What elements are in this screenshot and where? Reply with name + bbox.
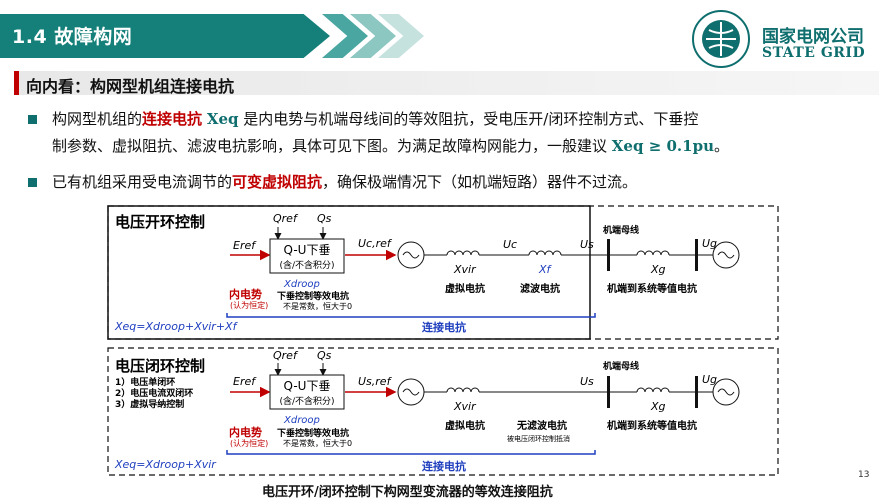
- open-xg-label: Xg: [650, 263, 666, 276]
- closed-mode-3: 3）虚拟导纳控制: [115, 398, 184, 410]
- closed-xdroop-label: Xdroop: [283, 415, 320, 426]
- open-ucref-label: Uc,ref: [358, 237, 393, 250]
- bullet-2: 已有机组采用受电流调节的可变虚拟阻抗，确保极端情况下（如机端短路）器件不过流。: [52, 173, 638, 191]
- closed-us-label: Us: [580, 375, 594, 388]
- closed-loop-title: 电压闭环控制: [115, 357, 205, 375]
- closed-eref-label: Eref: [233, 375, 257, 388]
- closed-xvir-inductor: [446, 387, 480, 393]
- bullet-1-line-2: 制参数、虚拟阻抗、滤波电抗影响，具体可见下图。为满足故障构网能力，一般建议 Xe…: [52, 137, 729, 155]
- open-emf-label: 内电势: [229, 287, 262, 301]
- title-banner: [0, 14, 330, 58]
- closed-qs-label: Qs: [317, 349, 332, 362]
- open-block-main: Q-U下垂: [284, 243, 331, 257]
- open-droop-note-1: 下垂控制等效电抗: [277, 290, 349, 302]
- figure-caption: 电压开环/闭环控制下构网型变流器的等效连接阻抗: [262, 485, 553, 500]
- open-xvir-inductor: [446, 250, 480, 256]
- page-title: 1.4 故障构网: [12, 26, 133, 48]
- open-uc-label: Uc: [503, 238, 517, 251]
- closed-mode-1: 1）电压单闭环: [115, 376, 175, 388]
- closed-droop-note-1: 下垂控制等效电抗: [277, 427, 349, 439]
- open-loop-title: 电压开环控制: [115, 213, 205, 231]
- open-loop-dashed-frame: [107, 205, 779, 340]
- closed-emf-label: 内电势: [229, 425, 262, 439]
- open-us-label: Us: [580, 238, 594, 251]
- closed-formula: Xeq=Xdroop+Xvir: [114, 458, 217, 471]
- closed-ug-label: Ug: [702, 373, 717, 386]
- bullet-1-line-1: 构网型机组的连接电抗 Xeq 是内电势与机端母线间的等效阻抗，受电压开/闭环控制…: [52, 110, 699, 128]
- open-xf-inductor: [528, 250, 562, 256]
- bullet-square-icon: [28, 178, 37, 187]
- open-grid-bar: [695, 239, 698, 271]
- open-qs-label: Qs: [317, 212, 332, 225]
- closed-droop-block: [269, 374, 345, 410]
- open-ug-label: Ug: [702, 237, 717, 250]
- closed-conn-bracket: [226, 450, 596, 455]
- closed-grid-bar: [695, 376, 698, 408]
- closed-xvir-desc: 虚拟电抗: [445, 419, 485, 432]
- open-emf-note: (认为恒定): [230, 300, 268, 310]
- open-block-sub: (含/不含积分): [279, 259, 334, 271]
- logo-chinese-name: 国家电网公司: [762, 27, 864, 47]
- open-xg-desc: 机端到系统等值电抗: [607, 282, 697, 295]
- open-qref-label: Qref: [273, 212, 299, 225]
- open-bus-bar: [607, 239, 610, 271]
- logo-english-name: STATE GRID: [762, 45, 866, 61]
- bullet-square-icon: [28, 115, 37, 124]
- closed-xg-desc: 机端到系统等值电抗: [607, 419, 697, 432]
- open-bus-label: 机端母线: [603, 224, 639, 236]
- closed-xg-inductor: [636, 387, 670, 393]
- closed-loop-dashed-frame: [107, 347, 779, 476]
- open-xdroop-label: Xdroop: [283, 279, 320, 290]
- open-xf-label: Xf: [538, 263, 553, 276]
- section-title: 向内看：构网型机组连接电抗: [26, 77, 235, 96]
- open-xf-desc: 滤波电抗: [520, 282, 560, 295]
- open-formula: Xeq=Xdroop+Xvir+Xf: [114, 320, 239, 333]
- closed-conn-label: 连接电抗: [422, 459, 466, 473]
- closed-qref-label: Qref: [273, 349, 299, 362]
- page-number: 13: [858, 470, 870, 480]
- closed-bus-bar: [607, 376, 610, 408]
- open-conn-label: 连接电抗: [422, 320, 466, 334]
- closed-bus-label: 机端母线: [603, 360, 639, 372]
- closed-xvir-label: Xvir: [453, 400, 477, 413]
- closed-nofilter-desc: 无滤波电抗: [516, 419, 567, 432]
- closed-block-main: Q-U下垂: [284, 379, 331, 393]
- section-marker: [14, 71, 19, 95]
- open-droop-block: [269, 238, 345, 274]
- open-conn-bracket: [226, 313, 596, 318]
- open-xvir-label: Xvir: [453, 263, 477, 276]
- closed-emf-note: (认为恒定): [230, 438, 268, 448]
- closed-mode-2: 2）电压电流双闭环: [115, 387, 193, 399]
- closed-nofilter-sub: 被电压闭环控制抵消: [507, 434, 570, 443]
- connection-impedance-diagram: 电压开环控制 Qref Qs Eref Q-U下垂 (含/不含积分) Xdroo…: [107, 205, 779, 476]
- open-eref-label: Eref: [233, 239, 257, 252]
- closed-xg-label: Xg: [650, 400, 666, 413]
- open-xvir-desc: 虚拟电抗: [445, 282, 485, 295]
- open-xg-inductor: [636, 250, 670, 256]
- section-bar: [19, 71, 879, 95]
- closed-droop-note-2: 不是常数，恒大于0: [283, 438, 352, 448]
- closed-block-sub: (含/不含积分): [279, 395, 334, 407]
- open-droop-note-2: 不是常数，恒大于0: [283, 301, 352, 311]
- state-grid-logo-icon: [692, 10, 750, 68]
- closed-usref-label: Us,ref: [358, 375, 393, 388]
